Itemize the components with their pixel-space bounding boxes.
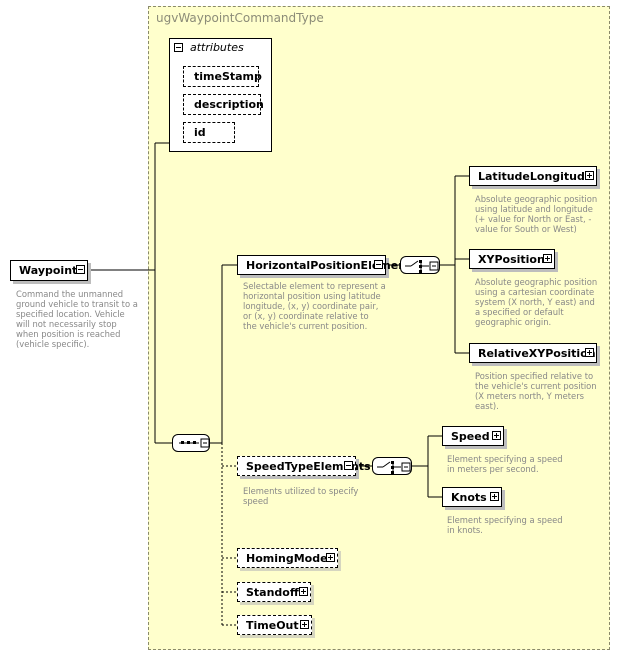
sequence-compositor[interactable] bbox=[172, 434, 210, 452]
collapse-icon[interactable] bbox=[374, 260, 383, 269]
group-horizontal-position[interactable]: HorizontalPositionElements bbox=[237, 255, 418, 275]
doc-line: specified location. Vehicle bbox=[16, 309, 125, 319]
attribute-timestamp[interactable]: timeStamp bbox=[183, 66, 262, 89]
doc-line: value for South or West) bbox=[475, 224, 577, 234]
doc-line: using a cartesian coordinate bbox=[475, 287, 595, 297]
doc-line: when position is reached bbox=[16, 329, 121, 339]
doc-line: Selectable element to represent a bbox=[243, 281, 386, 291]
element-label: Knots bbox=[451, 491, 487, 504]
element-label: RelativeXYPosition bbox=[478, 347, 596, 360]
attribute-label: id bbox=[194, 126, 206, 139]
collapse-icon[interactable] bbox=[344, 461, 353, 470]
root-element-waypoint[interactable]: Waypoint bbox=[10, 260, 88, 281]
sequence-icon bbox=[179, 438, 210, 448]
relative-xy-documentation: Position specified relative to the vehic… bbox=[475, 371, 603, 411]
element-label: Speed bbox=[451, 430, 490, 443]
doc-line: horizontal position using latitude bbox=[243, 291, 381, 301]
doc-line: (X meters north, Y meters bbox=[475, 391, 585, 401]
root-documentation: Command the unmanned ground vehicle to t… bbox=[16, 289, 146, 349]
doc-line: Element specifying a speed bbox=[447, 515, 563, 525]
expand-icon[interactable] bbox=[492, 431, 501, 440]
group-speed-type[interactable]: SpeedTypeElements bbox=[237, 456, 371, 476]
choice-icon bbox=[405, 260, 439, 273]
doc-line: Command the unmanned bbox=[16, 289, 124, 299]
element-label: HomingMode bbox=[246, 552, 328, 565]
element-knots[interactable]: Knots bbox=[442, 487, 502, 507]
attribute-label: description bbox=[194, 98, 264, 111]
choice-icon bbox=[377, 461, 411, 474]
element-label: TimeOut bbox=[246, 619, 299, 632]
expand-icon[interactable] bbox=[300, 620, 309, 629]
expand-icon[interactable] bbox=[326, 553, 335, 562]
expand-icon[interactable] bbox=[299, 587, 308, 596]
doc-line: longitude, (x, y) coordinate pair, bbox=[243, 301, 379, 311]
attribute-id[interactable]: id bbox=[183, 122, 237, 145]
doc-line: east). bbox=[475, 401, 499, 411]
doc-line: the vehicle's current position. bbox=[243, 321, 368, 331]
element-label: LatitudeLongitude bbox=[478, 170, 593, 183]
collapse-icon[interactable] bbox=[76, 265, 85, 274]
doc-line: ground vehicle to transit to a bbox=[16, 299, 138, 309]
doc-line: using latitude and longitude bbox=[475, 204, 593, 214]
attribute-description[interactable]: description bbox=[183, 94, 264, 117]
latitude-longitude-documentation: Absolute geographic position using latit… bbox=[475, 194, 603, 234]
doc-line: (vehicle specific). bbox=[16, 339, 90, 349]
expand-icon[interactable] bbox=[490, 492, 499, 501]
doc-line: Absolute geographic position bbox=[475, 194, 598, 204]
doc-line: the vehicle's current position bbox=[475, 381, 597, 391]
doc-line: Element specifying a speed bbox=[447, 454, 563, 464]
element-standoff[interactable]: Standoff bbox=[237, 582, 311, 602]
doc-line: will not necessarily stop bbox=[16, 319, 117, 329]
doc-line: Elements utilized to specify bbox=[243, 486, 359, 496]
speed-group-documentation: Elements utilized to specify speed bbox=[243, 486, 373, 506]
element-label: Standoff bbox=[246, 586, 299, 599]
choice-compositor[interactable] bbox=[372, 457, 412, 475]
attribute-label: timeStamp bbox=[194, 70, 262, 83]
xy-position-documentation: Absolute geographic position using a car… bbox=[475, 277, 603, 327]
group-label: HorizontalPositionElements bbox=[246, 259, 418, 272]
expand-icon[interactable] bbox=[585, 171, 594, 180]
horizontal-group-documentation: Selectable element to represent a horizo… bbox=[243, 281, 393, 331]
complex-type-title: ugvWaypointCommandType bbox=[156, 11, 324, 25]
speed-documentation: Element specifying a speed in meters per… bbox=[447, 454, 577, 474]
element-label: XYPosition bbox=[478, 253, 545, 266]
doc-line: in meters per second. bbox=[447, 464, 539, 474]
element-homing-mode[interactable]: HomingMode bbox=[237, 548, 338, 568]
doc-line: speed bbox=[243, 496, 269, 506]
element-timeout[interactable]: TimeOut bbox=[237, 615, 312, 635]
element-speed[interactable]: Speed bbox=[442, 426, 504, 446]
knots-documentation: Element specifying a speed in knots. bbox=[447, 515, 577, 535]
element-xy-position[interactable]: XYPosition bbox=[469, 249, 555, 269]
doc-line: Absolute geographic position bbox=[475, 277, 598, 287]
doc-line: a specified or default bbox=[475, 307, 564, 317]
doc-line: geographic origin. bbox=[475, 317, 552, 327]
root-element-label: Waypoint bbox=[19, 264, 78, 277]
doc-line: system (X north, Y east) and bbox=[475, 297, 595, 307]
doc-line: (+ value for North or East, - bbox=[475, 214, 592, 224]
doc-line: or (x, y) coordinate relative to bbox=[243, 311, 369, 321]
collapse-icon[interactable] bbox=[174, 43, 183, 52]
choice-compositor[interactable] bbox=[400, 256, 440, 274]
doc-line: Position specified relative to bbox=[475, 371, 594, 381]
expand-icon[interactable] bbox=[585, 348, 594, 357]
expand-icon[interactable] bbox=[543, 254, 552, 263]
element-relative-xy-position[interactable]: RelativeXYPosition bbox=[469, 343, 597, 363]
doc-line: in knots. bbox=[447, 525, 483, 535]
group-label: SpeedTypeElements bbox=[246, 460, 371, 473]
element-latitude-longitude[interactable]: LatitudeLongitude bbox=[469, 166, 597, 186]
attributes-title: attributes bbox=[190, 41, 244, 54]
